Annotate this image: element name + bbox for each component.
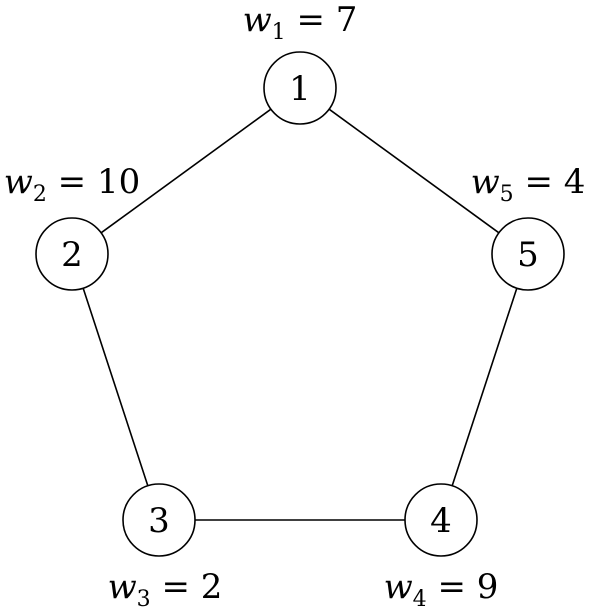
node-label-3: 3 — [148, 501, 170, 541]
weight-label-1: w1 = 7 — [243, 0, 358, 45]
node-4: 4 — [404, 483, 478, 557]
weight-label-3: w3 = 2 — [108, 567, 223, 607]
nodes: 1 2 3 4 5 — [35, 51, 565, 557]
node-label-1: 1 — [289, 69, 311, 109]
node-5: 5 — [491, 217, 565, 291]
node-circle-4 — [404, 483, 478, 557]
node-circle-1 — [263, 51, 337, 125]
edges — [82, 108, 518, 521]
node-circle-3 — [122, 483, 196, 557]
edge-1-2 — [100, 108, 272, 234]
node-1: 1 — [263, 51, 337, 125]
edge-5-1 — [328, 108, 500, 234]
node-circle-5 — [491, 217, 565, 291]
edge-4-5 — [451, 287, 518, 487]
node-label-5: 5 — [517, 235, 539, 275]
edge-2-3 — [82, 287, 149, 487]
weight-label-2: w2 = 10 — [4, 162, 140, 207]
node-label-2: 2 — [61, 235, 83, 275]
weight-label-4: w4 = 9 — [384, 567, 499, 607]
node-3: 3 — [122, 483, 196, 557]
node-circle-2 — [35, 217, 109, 291]
node-label-4: 4 — [430, 501, 452, 541]
weight-label-5: w5 = 4 — [471, 162, 586, 207]
weight-labels: w1 = 7 w2 = 10 w3 = 2 w4 = 9 w5 = 4 — [4, 0, 586, 607]
node-2: 2 — [35, 217, 109, 291]
